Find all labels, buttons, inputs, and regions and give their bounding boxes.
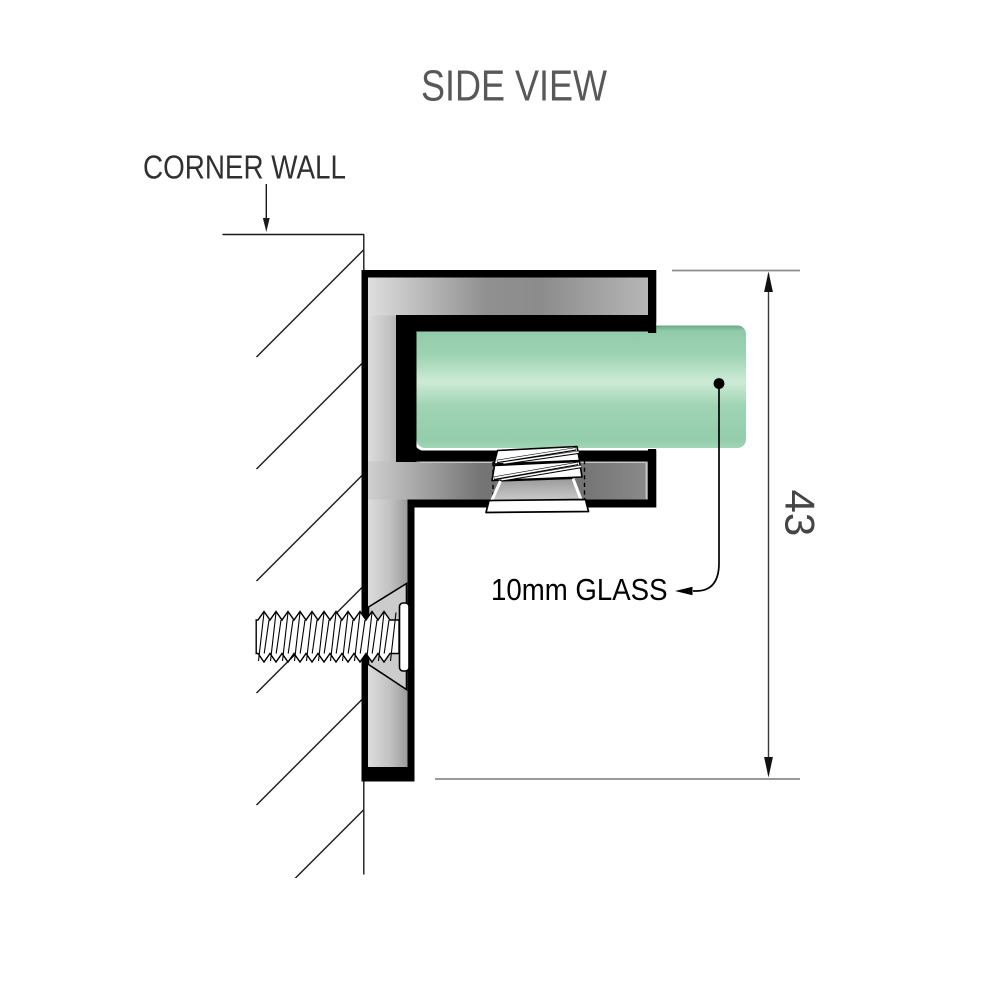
svg-text:CORNER WALL: CORNER WALL — [143, 150, 346, 187]
svg-text:43: 43 — [777, 490, 824, 537]
svg-text:SIDE VIEW: SIDE VIEW — [421, 63, 607, 111]
svg-text:10mm GLASS: 10mm GLASS — [491, 572, 668, 607]
